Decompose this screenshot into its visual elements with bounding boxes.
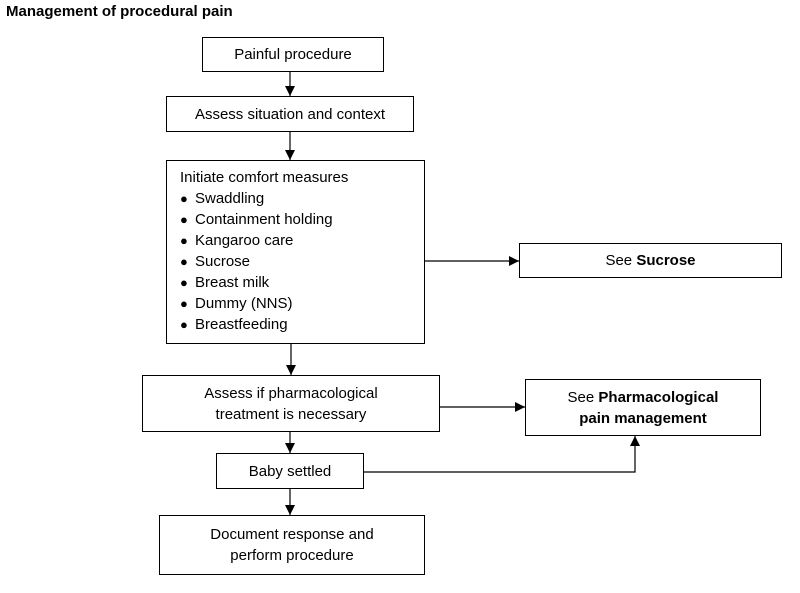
bullet-icon: ● (180, 296, 188, 311)
list-item: ●Sucrose (180, 253, 251, 270)
node-painful-procedure: Painful procedure (202, 37, 384, 72)
node-assess-situation-label: Assess situation and context (194, 105, 386, 123)
bullet-icon: ● (180, 317, 188, 332)
node-baby-settled: Baby settled (216, 453, 364, 489)
node-baby-settled-label: Baby settled (248, 462, 332, 480)
bullet-icon: ● (180, 254, 188, 269)
node-painful-procedure-label: Painful procedure (234, 46, 352, 63)
list-item: ●Kangaroo care (180, 232, 294, 249)
list-item: ●Containment holding (180, 211, 333, 228)
list-item: ●Breast milk (180, 274, 270, 291)
comfort-list: ●Swaddling ●Containment holding ●Kangaro… (180, 188, 424, 335)
arrow-settled-to-see-pharm (364, 436, 640, 473)
node-assess-situation: Assess situation and context (166, 96, 414, 132)
node-comfort-measures: Initiate comfort measures ●Swaddling ●Co… (166, 160, 425, 344)
bullet-icon: ● (180, 191, 188, 206)
bullet-icon: ● (180, 275, 188, 290)
node-see-sucrose: See Sucrose (519, 243, 782, 278)
list-item: ●Swaddling (180, 190, 265, 207)
bullet-icon: ● (180, 233, 188, 248)
page-title: Management of procedural pain (6, 3, 233, 20)
bullet-icon: ● (180, 212, 188, 227)
list-item: ●Dummy (NNS) (180, 295, 293, 312)
comfort-heading: Initiate comfort measures (180, 169, 349, 186)
node-see-sucrose-label: See Sucrose (605, 252, 696, 269)
list-item: ●Breastfeeding (180, 316, 288, 333)
